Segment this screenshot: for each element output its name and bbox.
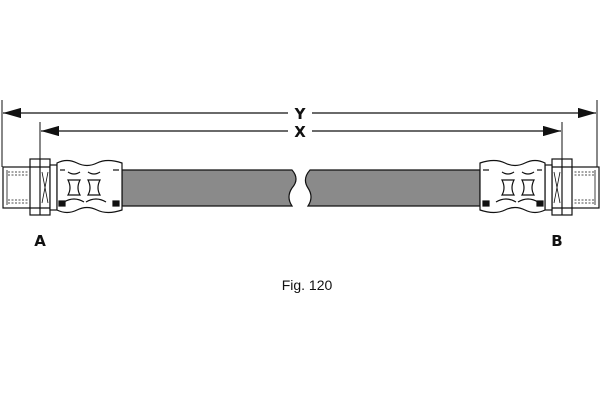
hose-segment-left	[121, 169, 297, 207]
figure-caption: Fig. 120	[282, 277, 333, 293]
fitting-a	[2, 158, 123, 216]
end-label-b: B	[551, 232, 562, 250]
fitting-b	[479, 158, 600, 216]
x-dimension-label: X	[294, 123, 306, 141]
end-label-a: A	[34, 232, 46, 250]
y-dimension-label: Y	[294, 105, 307, 123]
hose-segment-right	[304, 169, 481, 207]
